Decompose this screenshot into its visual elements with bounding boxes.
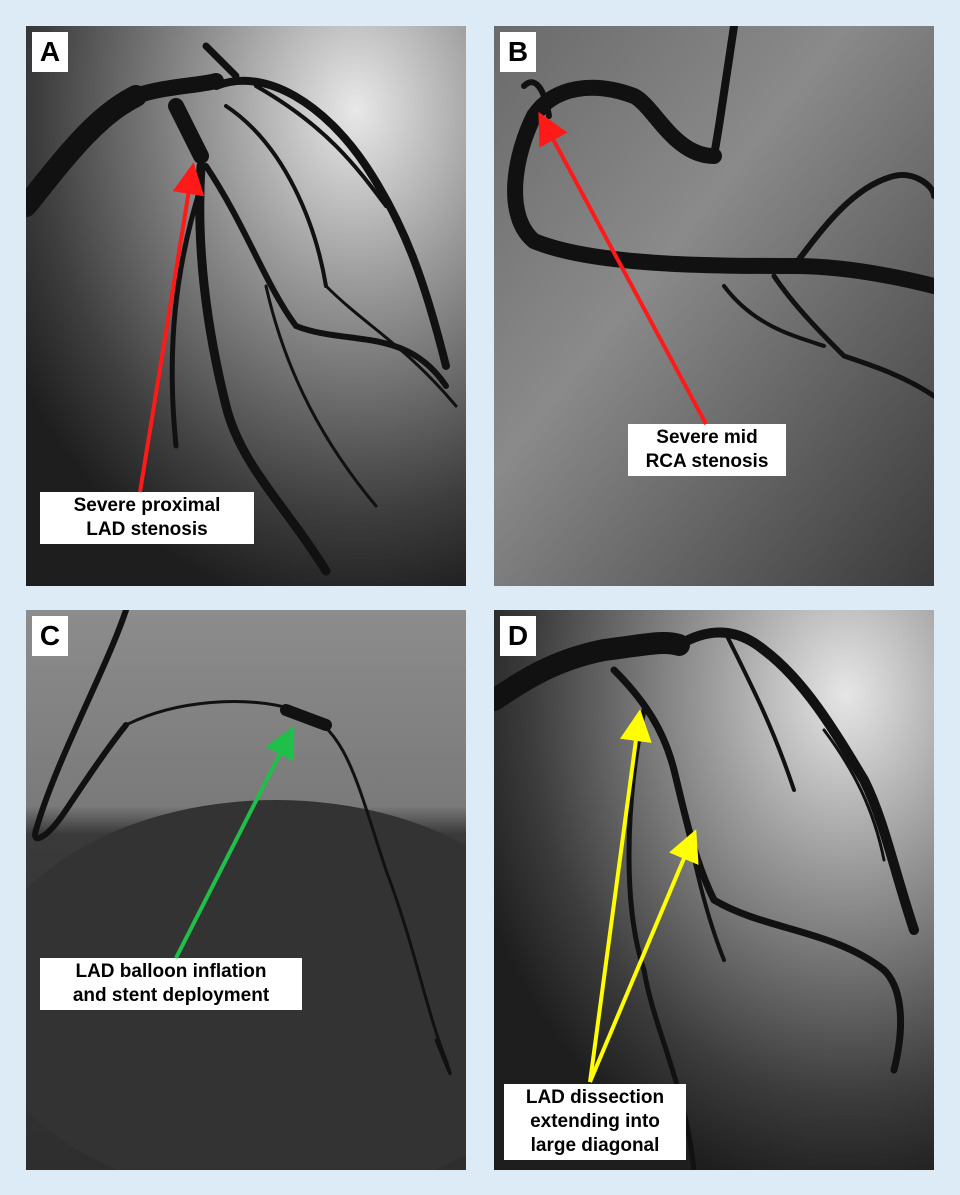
angiogram-panel-b: B Severe mid RCA stenosis: [494, 26, 934, 586]
angiogram-image-d: [494, 610, 934, 1170]
angiogram-panel-a: A Severe proximal LAD stenosis: [26, 26, 466, 586]
callout-lad-dissection: LAD dissection extending into large diag…: [504, 1084, 686, 1160]
angiogram-image-b: [494, 26, 934, 586]
callout-mid-rca-stenosis: Severe mid RCA stenosis: [628, 424, 786, 476]
angiogram-panel-c: C: [26, 610, 466, 1170]
angiogram-image-c: [26, 610, 466, 1170]
panel-letter-b: B: [500, 32, 536, 72]
callout-balloon-inflation: LAD balloon inflation and stent deployme…: [40, 958, 302, 1010]
panel-letter-c: C: [32, 616, 68, 656]
panel-letter-d: D: [500, 616, 536, 656]
callout-proximal-lad-stenosis: Severe proximal LAD stenosis: [40, 492, 254, 544]
angiogram-panel-d: D LAD dissection extending into large di…: [494, 610, 934, 1170]
panel-letter-a: A: [32, 32, 68, 72]
